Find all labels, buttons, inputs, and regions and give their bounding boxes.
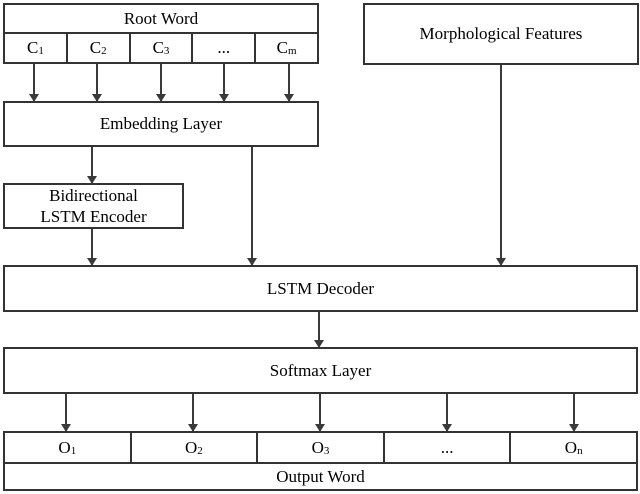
arrow-softmax-to-o2 [192, 394, 194, 431]
arrow-softmax-to-o3 [319, 394, 321, 431]
arrow-c3-to-embedding [160, 64, 162, 101]
arrow-c2-to-embedding [96, 64, 98, 101]
cell-label: C [152, 38, 164, 57]
cell-label: C [89, 38, 102, 57]
cell-label: O [185, 437, 198, 457]
arrow-cdots-to-embedding [223, 64, 225, 101]
bidirectional-lstm-encoder-box: Bidirectional LSTM Encoder [3, 183, 184, 229]
encoder-label-line1: Bidirectional [49, 185, 138, 205]
cell-label: O [311, 437, 324, 457]
cell-label: O [564, 437, 578, 457]
cell-label: C [26, 38, 39, 57]
arrow-cm-to-embedding [288, 64, 290, 101]
cell-label: ... [440, 437, 454, 457]
lstm-decoder-box: LSTM Decoder [3, 265, 638, 312]
embedding-layer-box: Embedding Layer [3, 101, 319, 147]
morphological-features-box: Morphological Features [363, 3, 639, 65]
encoder-label-line2: LSTM Encoder [40, 207, 147, 226]
cell-label: C [276, 38, 288, 57]
input-cell-ellipsis: ... [193, 34, 257, 62]
output-cell-ellipsis: ... [385, 433, 512, 462]
root-word-title: Root Word [5, 5, 317, 34]
arrow-encoder-to-decoder [91, 229, 93, 265]
arrow-softmax-to-o1 [65, 394, 67, 431]
arrow-softmax-to-on [573, 394, 575, 431]
cell-label: ... [217, 38, 231, 57]
softmax-layer-box: Softmax Layer [3, 347, 638, 394]
arrow-embedding-to-decoder [251, 147, 253, 265]
output-word-title: Output Word [276, 466, 365, 486]
arrow-morph-features-to-decoder [500, 65, 502, 265]
arrow-softmax-to-odots [446, 394, 448, 431]
cell-label: O [58, 437, 71, 457]
arrow-c1-to-embedding [33, 64, 35, 101]
arrow-embedding-to-encoder [91, 147, 93, 183]
arrow-decoder-to-softmax [318, 312, 320, 347]
